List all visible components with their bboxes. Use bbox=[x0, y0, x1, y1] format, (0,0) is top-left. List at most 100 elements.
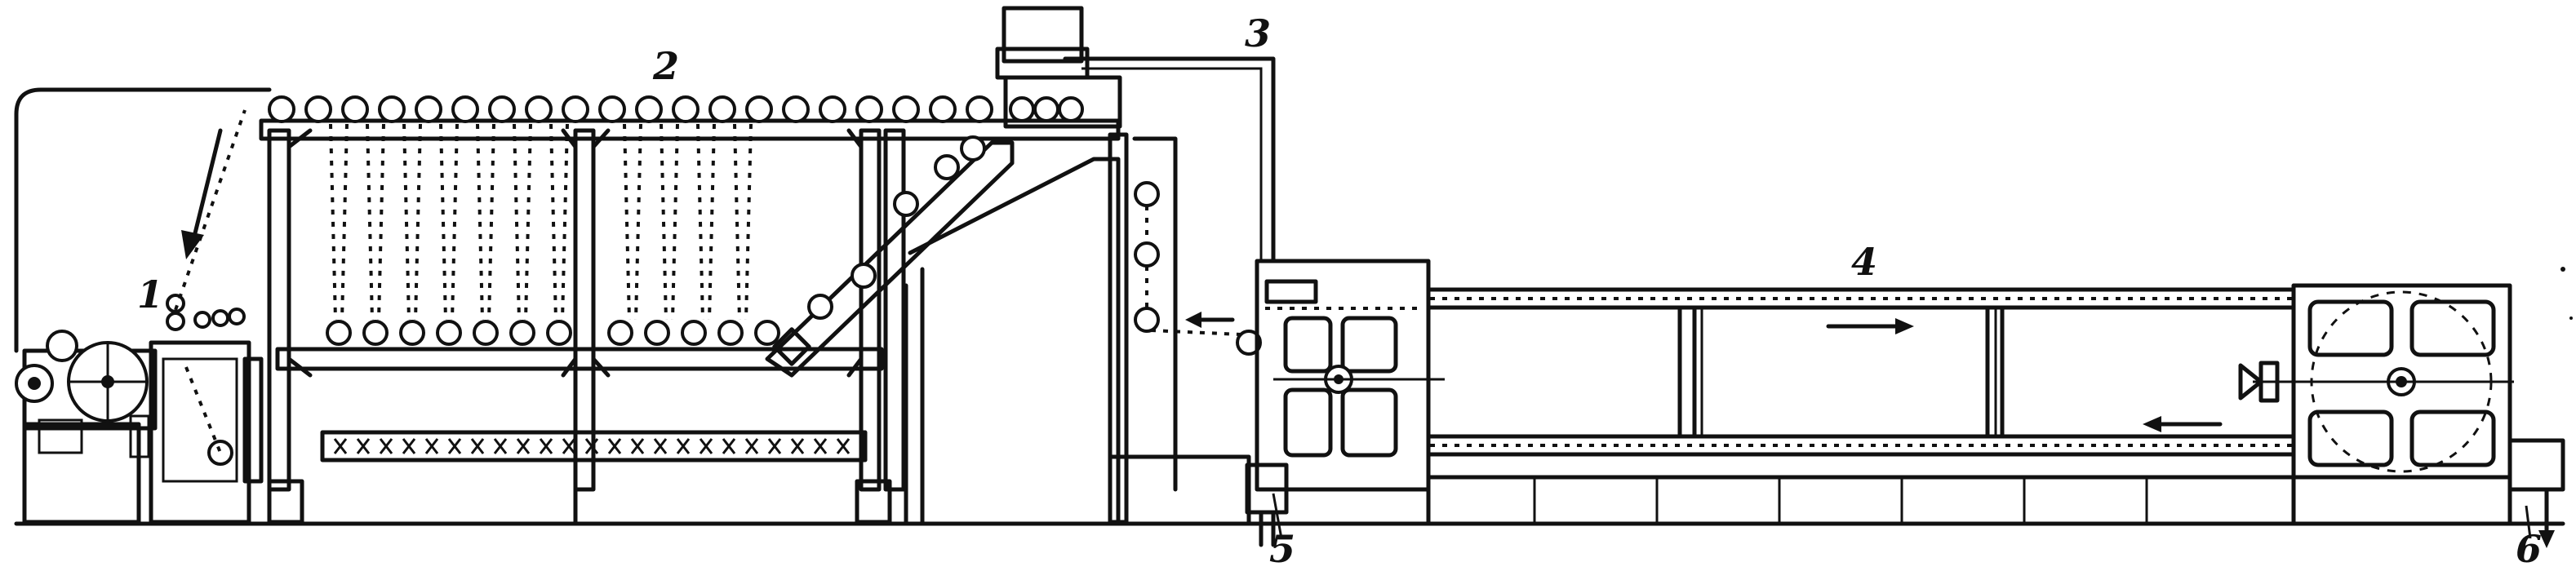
conveyor-link bbox=[653, 438, 668, 454]
conveyor-link bbox=[607, 438, 622, 454]
conveyor-links bbox=[333, 438, 851, 454]
conveyor-link bbox=[836, 438, 851, 454]
tunnel-strut bbox=[1677, 305, 1697, 439]
drive-plinth bbox=[2291, 475, 2512, 526]
callout-3: 3 bbox=[1245, 11, 1272, 55]
conveyor-link bbox=[562, 438, 576, 454]
chute-roller bbox=[807, 294, 833, 320]
conveyor-link bbox=[356, 438, 371, 454]
dryer-beam bbox=[275, 347, 884, 371]
top-roller bbox=[782, 95, 810, 123]
cabinet-door bbox=[1283, 387, 1333, 458]
feed-panel bbox=[38, 418, 83, 454]
conveyor-link bbox=[584, 438, 599, 454]
festoon-strand bbox=[696, 123, 704, 321]
small-reel bbox=[46, 330, 78, 362]
conveyor-link bbox=[447, 438, 462, 454]
bottom-roller bbox=[473, 320, 499, 346]
top-roller bbox=[525, 95, 553, 123]
feed-roller bbox=[207, 440, 233, 466]
dryer-foot bbox=[855, 479, 892, 525]
festoon-strand bbox=[439, 123, 447, 321]
dryer-foot bbox=[267, 479, 304, 525]
riser-roller bbox=[1134, 181, 1160, 207]
conveyor-link bbox=[676, 438, 691, 454]
festoon-dryer bbox=[259, 95, 1121, 526]
top-roller bbox=[415, 95, 442, 123]
speck bbox=[2560, 267, 2565, 272]
speck bbox=[2569, 316, 2573, 320]
conveyor-link bbox=[722, 438, 736, 454]
conveyor-link bbox=[493, 438, 508, 454]
festoon-strand bbox=[402, 123, 411, 321]
festoon-strand bbox=[451, 123, 459, 321]
conveyor-link bbox=[767, 438, 782, 454]
conveyor-link bbox=[813, 438, 828, 454]
cabinet-door bbox=[1340, 316, 1398, 374]
top-roller bbox=[745, 95, 773, 123]
chute-frame bbox=[765, 140, 1015, 378]
chute-roller bbox=[960, 135, 986, 162]
guide-roller bbox=[193, 311, 211, 329]
riser bbox=[1132, 136, 1178, 492]
top-roller bbox=[562, 95, 589, 123]
conveyor-link bbox=[699, 438, 713, 454]
top-roller bbox=[929, 95, 957, 123]
conveyor-link bbox=[333, 438, 348, 454]
guide-roller bbox=[211, 309, 229, 327]
festoon-strand bbox=[524, 123, 532, 321]
bottom-roller bbox=[326, 320, 352, 346]
tail-ramp bbox=[2507, 438, 2565, 492]
bottom-roller bbox=[607, 320, 633, 346]
reel-hub bbox=[101, 375, 114, 388]
top-roller bbox=[892, 95, 920, 123]
callout-5: 5 bbox=[1269, 527, 1296, 571]
tower-base bbox=[1108, 454, 1251, 526]
chute-roller bbox=[851, 263, 877, 289]
tower-roller bbox=[1009, 96, 1035, 122]
tunnel-arrow-forward-head bbox=[1895, 318, 1914, 334]
outlet-arrow bbox=[2538, 530, 2555, 548]
conveyor-link bbox=[744, 438, 759, 454]
bottom-roller bbox=[509, 320, 535, 346]
callout-1: 1 bbox=[137, 272, 164, 316]
left-cabinet-badge bbox=[1264, 279, 1318, 304]
top-roller bbox=[966, 95, 993, 123]
feed-arrow bbox=[192, 128, 223, 239]
chute-joint bbox=[772, 327, 811, 366]
drive-door bbox=[2409, 299, 2496, 357]
top-roller bbox=[708, 95, 736, 123]
top-roller bbox=[268, 95, 295, 123]
festoon-strand bbox=[561, 123, 569, 321]
riser-roller bbox=[1134, 307, 1160, 333]
bottom-roller bbox=[399, 320, 425, 346]
chute-roller bbox=[893, 191, 919, 217]
festoon-strand bbox=[340, 123, 349, 321]
conveyor-link bbox=[516, 438, 531, 454]
bottom-roller-row bbox=[326, 320, 780, 346]
web-path bbox=[174, 109, 246, 311]
tunnel-plinth bbox=[1426, 475, 2296, 526]
festoon-strand bbox=[634, 123, 642, 321]
tunnel-section bbox=[1245, 259, 2296, 547]
motor-hub bbox=[28, 377, 41, 390]
tower-unit bbox=[995, 6, 1276, 526]
drive-motor bbox=[2238, 363, 2263, 401]
conveyor-link bbox=[424, 438, 439, 454]
drive-door bbox=[2409, 409, 2496, 467]
feed-side bbox=[242, 356, 264, 484]
drive-door bbox=[2307, 409, 2394, 467]
callout-6: 6 bbox=[2516, 527, 2543, 571]
chute-roller bbox=[934, 154, 960, 180]
dryer-post bbox=[267, 128, 291, 492]
top-roller bbox=[304, 95, 332, 123]
conveyor-link bbox=[630, 438, 645, 454]
pipe-line bbox=[1063, 56, 1276, 263]
leader-5 bbox=[1272, 493, 1283, 539]
sloped-chute bbox=[765, 135, 1121, 525]
bottom-roller bbox=[436, 320, 462, 346]
tower-head bbox=[1002, 6, 1084, 64]
drive-door bbox=[2307, 299, 2394, 357]
feed-unit bbox=[14, 87, 272, 525]
festoon-loops bbox=[329, 123, 753, 321]
